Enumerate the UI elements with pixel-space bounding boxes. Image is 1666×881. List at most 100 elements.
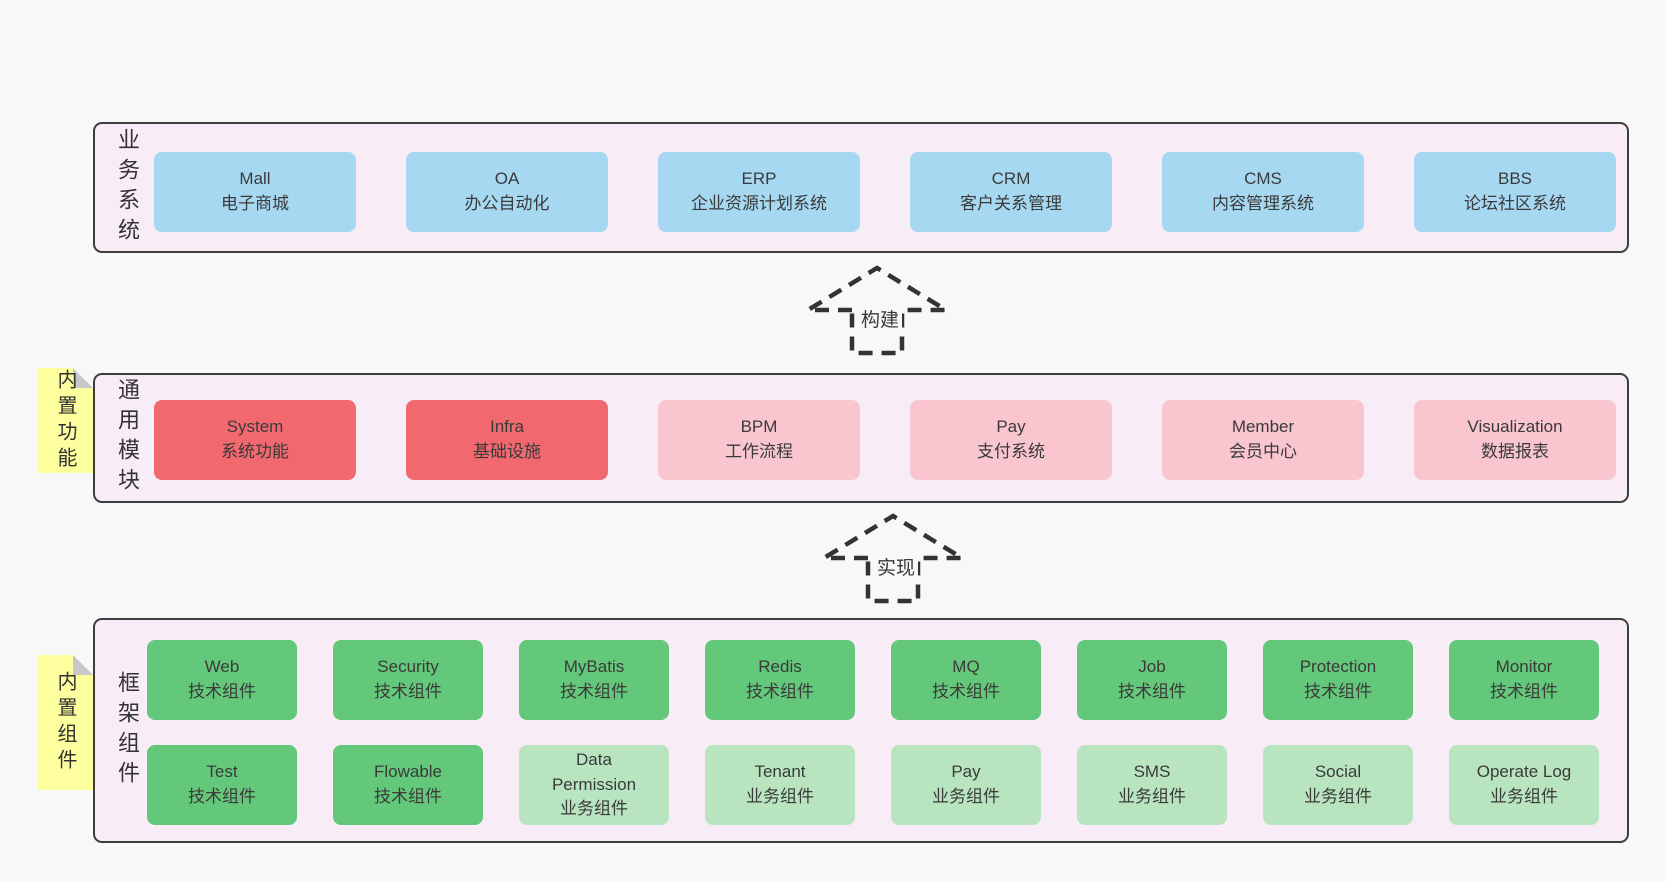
node-web: Web 技术组件: [147, 640, 297, 720]
implement-arrow-label: 实现: [873, 556, 919, 582]
node-operate-log: Operate Log 业务组件: [1449, 745, 1599, 825]
node-title: Job: [1138, 657, 1166, 677]
node-infra: Infra 基础设施: [406, 400, 608, 480]
business-node-row: Mall 电子商城 OA 办公自动化 ERP 企业资源计划系统 CRM 客户关系…: [154, 152, 1616, 232]
node-title: Data Permission: [551, 750, 637, 794]
node-title: ERP: [741, 169, 777, 189]
sticky-label: 内置功能: [54, 368, 76, 473]
node-title: Operate Log: [1476, 762, 1572, 782]
node-subtitle: 技术组件: [932, 682, 1000, 701]
node-title: Security: [377, 657, 439, 677]
node-subtitle: 数据报表: [1481, 442, 1549, 461]
node-data-permission: Data Permission 业务组件: [519, 745, 669, 825]
build-arrow-label: 构建: [857, 308, 903, 334]
node-title: Pay: [996, 417, 1026, 437]
node-subtitle: 业务组件: [932, 787, 1000, 806]
node-subtitle: 技术组件: [746, 682, 814, 701]
node-bbs: BBS 论坛社区系统: [1414, 152, 1616, 232]
node-subtitle: 电子商城: [221, 194, 289, 213]
node-subtitle: 会员中心: [1229, 442, 1297, 461]
node-title: Visualization: [1467, 417, 1563, 437]
components-node-row-1: Web 技术组件 Security 技术组件 MyBatis 技术组件 Redi…: [147, 640, 1599, 720]
node-subtitle: 业务组件: [1490, 787, 1558, 806]
node-subtitle: 基础设施: [473, 442, 541, 461]
node-system: System 系统功能: [154, 400, 356, 480]
sticky-fold-corner-icon: [73, 655, 93, 675]
framework-components-layer: 框架组件 Web 技术组件 Security 技术组件 MyBatis 技术组件…: [93, 618, 1629, 843]
sticky-note-builtin-features: 内置功能: [38, 368, 93, 473]
node-title: MQ: [952, 657, 980, 677]
node-subtitle: 业务组件: [560, 799, 628, 819]
sticky-note-builtin-components: 内置组件: [38, 655, 93, 790]
node-title: Protection: [1299, 657, 1377, 677]
node-protection: Protection 技术组件: [1263, 640, 1413, 720]
node-title: Pay: [951, 762, 981, 782]
node-subtitle: 支付系统: [977, 442, 1045, 461]
implement-arrow: 实现: [811, 504, 981, 609]
node-subtitle: 客户关系管理: [960, 194, 1062, 213]
node-title: Flowable: [373, 762, 443, 782]
node-subtitle: 技术组件: [374, 682, 442, 701]
node-subtitle: 技术组件: [188, 682, 256, 701]
node-title: BBS: [1497, 169, 1533, 189]
node-subtitle: 论坛社区系统: [1464, 194, 1566, 213]
node-mall: Mall 电子商城: [154, 152, 356, 232]
node-title: CRM: [991, 169, 1031, 189]
node-pay-component: Pay 业务组件: [891, 745, 1041, 825]
node-title: Redis: [758, 657, 802, 677]
build-arrow: 构建: [795, 256, 965, 361]
node-bpm: BPM 工作流程: [658, 400, 860, 480]
node-pay: Pay 支付系统: [910, 400, 1112, 480]
node-title: MyBatis: [563, 657, 625, 677]
node-test: Test 技术组件: [147, 745, 297, 825]
node-title: Web: [204, 657, 240, 677]
node-job: Job 技术组件: [1077, 640, 1227, 720]
node-title: System: [226, 417, 284, 437]
layer-label-business: 业务系统: [115, 127, 140, 248]
business-systems-layer: 业务系统 Mall 电子商城 OA 办公自动化 ERP 企业资源计划系统 CRM…: [93, 122, 1629, 253]
node-title: Monitor: [1495, 657, 1553, 677]
node-redis: Redis 技术组件: [705, 640, 855, 720]
node-subtitle: 技术组件: [1118, 682, 1186, 701]
node-crm: CRM 客户关系管理: [910, 152, 1112, 232]
node-subtitle: 业务组件: [746, 787, 814, 806]
node-subtitle: 系统功能: [221, 442, 289, 461]
node-mq: MQ 技术组件: [891, 640, 1041, 720]
layer-label-modules: 通用模块: [115, 378, 140, 498]
sticky-label: 内置组件: [54, 670, 76, 775]
node-title: Social: [1314, 762, 1362, 782]
node-title: Infra: [489, 417, 525, 437]
node-subtitle: 技术组件: [374, 787, 442, 806]
node-title: OA: [494, 169, 520, 189]
node-tenant: Tenant 业务组件: [705, 745, 855, 825]
node-title: SMS: [1133, 762, 1171, 782]
node-social: Social 业务组件: [1263, 745, 1413, 825]
node-title: Member: [1231, 417, 1295, 437]
node-flowable: Flowable 技术组件: [333, 745, 483, 825]
node-title: Tenant: [754, 762, 806, 782]
node-mybatis: MyBatis 技术组件: [519, 640, 669, 720]
node-cms: CMS 内容管理系统: [1162, 152, 1364, 232]
node-sms: SMS 业务组件: [1077, 745, 1227, 825]
node-subtitle: 技术组件: [1490, 682, 1558, 701]
node-monitor: Monitor 技术组件: [1449, 640, 1599, 720]
node-subtitle: 技术组件: [1304, 682, 1372, 701]
node-security: Security 技术组件: [333, 640, 483, 720]
node-member: Member 会员中心: [1162, 400, 1364, 480]
node-subtitle: 企业资源计划系统: [691, 194, 827, 213]
node-title: Test: [206, 762, 238, 782]
components-node-row-2: Test 技术组件 Flowable 技术组件 Data Permission …: [147, 745, 1599, 825]
node-subtitle: 技术组件: [188, 787, 256, 806]
node-subtitle: 技术组件: [560, 682, 628, 701]
sticky-fold-corner-icon: [73, 368, 93, 388]
dashed-up-arrow-icon: [799, 265, 955, 356]
dashed-up-arrow-icon: [815, 513, 971, 604]
node-subtitle: 业务组件: [1118, 787, 1186, 806]
node-subtitle: 工作流程: [725, 442, 793, 461]
node-visualization: Visualization 数据报表: [1414, 400, 1616, 480]
node-subtitle: 办公自动化: [464, 194, 550, 213]
node-title: BPM: [740, 417, 778, 437]
common-modules-layer: 通用模块 System 系统功能 Infra 基础设施 BPM 工作流程 Pay…: [93, 373, 1629, 503]
node-erp: ERP 企业资源计划系统: [658, 152, 860, 232]
